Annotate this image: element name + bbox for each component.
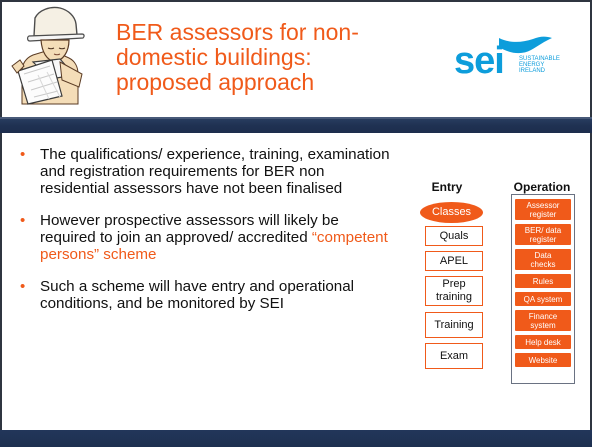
bullet-marker: • (20, 146, 26, 163)
operation-box-assessor-register: Assessor register (515, 199, 571, 220)
top-frame-line (0, 0, 592, 2)
logo-subtitle-line-1: SUSTAINABLE (519, 56, 560, 62)
bullet-marker: • (20, 212, 26, 229)
title-line-3: proposed approach (116, 69, 315, 95)
bullet-item-1: • The qualifications/ experience, traini… (20, 146, 396, 197)
slide-title: BER assessors for non- domestic building… (116, 20, 416, 95)
header-divider-band (0, 117, 592, 133)
bullet-marker: • (20, 278, 26, 295)
entry-box-exam: Exam (425, 343, 483, 369)
logo-subtitle-line-3: IRELAND (519, 68, 546, 74)
bullet-highlight: “competent persons” scheme (40, 229, 388, 263)
logo-wordmark: sei (454, 40, 505, 82)
operation-column-frame: Assessor register BER/ data register Dat… (511, 194, 575, 384)
entry-operation-diagram: Entry Operation Classes Quals APEL Prep … (408, 180, 584, 400)
title-line-1: BER assessors for non- (116, 19, 359, 45)
footer-band (0, 430, 592, 447)
operation-box-website: Website (515, 353, 571, 367)
operation-box-ber-data-register: BER/ data register (515, 224, 571, 245)
bullet-text-2: However prospective assessors will likel… (40, 212, 339, 246)
operation-box-help-desk: Help desk (515, 335, 571, 349)
entry-box-training: Training (425, 312, 483, 338)
sei-wave-icon (499, 36, 552, 54)
entry-box-quals: Quals (425, 226, 483, 246)
bullet-text-1: The qualifications/ experience, training… (40, 146, 390, 197)
operation-box-rules: Rules (515, 274, 571, 288)
classes-oval: Classes (420, 202, 483, 223)
bullet-text-3: Such a scheme will have entry and operat… (40, 278, 355, 312)
entry-column-header: Entry (431, 180, 463, 194)
operation-box-data-checks: Data checks (515, 249, 571, 270)
logo-subtitle: SUSTAINABLE ENERGY IRELAND (519, 56, 567, 74)
operation-box-qa-system: QA system (515, 292, 571, 306)
entry-box-apel: APEL (425, 251, 483, 271)
bullet-item-2: • However prospective assessors will lik… (20, 212, 396, 263)
architect-illustration (11, 6, 85, 105)
bullet-list: • The qualifications/ experience, traini… (20, 146, 396, 312)
operation-box-finance-system: Finance system (515, 310, 571, 331)
right-frame-line (590, 0, 592, 447)
sei-logo: sei SUSTAINABLE ENERGY IRELAND (454, 26, 570, 88)
entry-box-prep-training: Prep training (425, 276, 483, 306)
operation-column-header: Operation (513, 180, 571, 194)
title-line-2: domestic buildings: (116, 44, 312, 70)
left-frame-line (0, 0, 2, 447)
logo-subtitle-line-2: ENERGY (519, 62, 545, 68)
bullet-item-3: • Such a scheme will have entry and oper… (20, 278, 396, 312)
